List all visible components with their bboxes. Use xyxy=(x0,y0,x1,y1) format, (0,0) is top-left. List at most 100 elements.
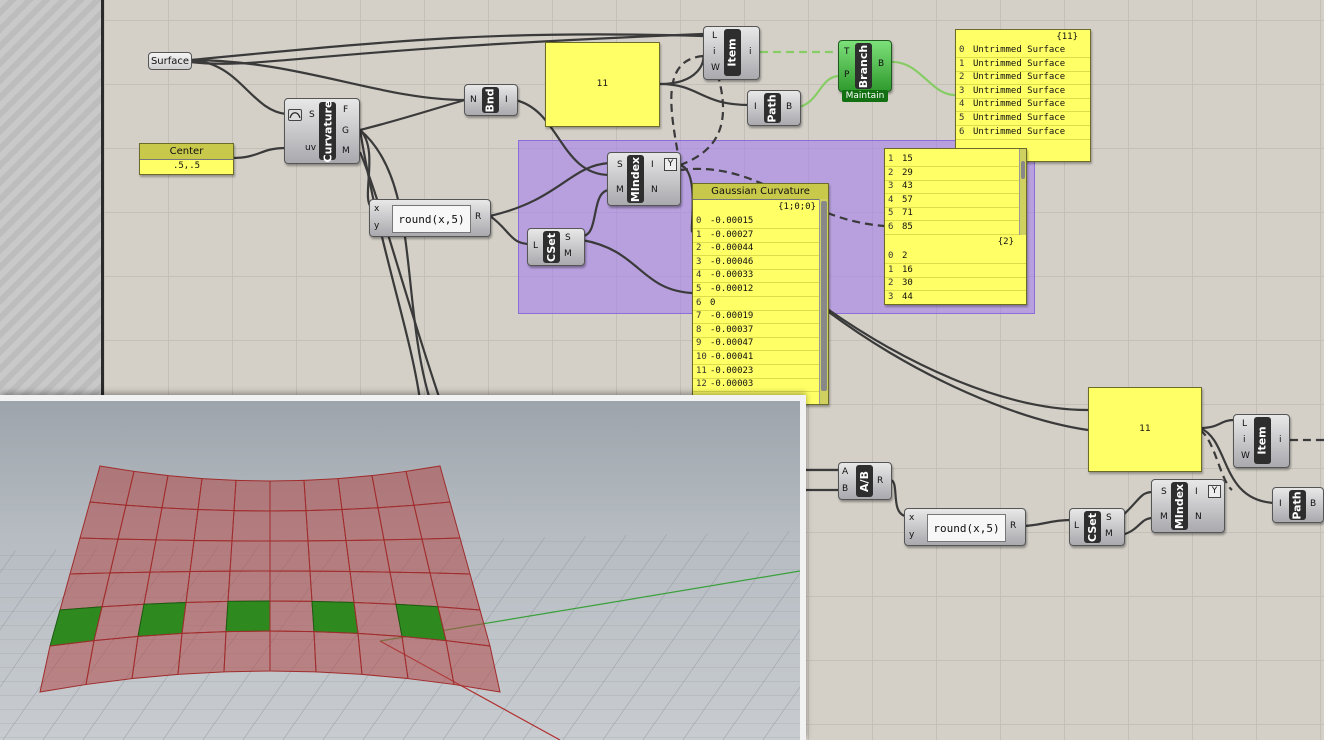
curvature-output-f: F xyxy=(343,105,349,115)
selected-panel xyxy=(311,600,359,634)
mindex-top-output-i: I xyxy=(651,160,654,170)
gaussian-row-value: -0.00047 xyxy=(710,338,754,349)
cset-component-top[interactable]: L CSet S M xyxy=(527,228,585,266)
bnd-component[interactable]: N Bnd I xyxy=(464,84,518,116)
mesh-panel xyxy=(345,539,391,573)
item-bottom-output-i: i xyxy=(1279,435,1282,445)
surface-param[interactable]: Surface xyxy=(148,52,192,70)
expression-component-top[interactable]: x y round(x,5) R xyxy=(369,199,491,237)
expr-bottom-output-r: R xyxy=(1010,521,1017,531)
gaussian-row: 11-0.00023 xyxy=(693,365,828,379)
indices-b-row-value: 2 xyxy=(902,251,908,261)
gaussian-scrollbar[interactable] xyxy=(819,199,828,404)
item-component-top[interactable]: L i W Item i xyxy=(703,26,760,80)
gaussian-path: {1;0;0} xyxy=(778,202,816,212)
ab-component[interactable]: A B A/B R xyxy=(838,462,892,500)
mindex-top-flag[interactable]: Y xyxy=(664,158,677,171)
indices-scrollbar-a[interactable] xyxy=(1019,149,1026,235)
curvature-output-g: G xyxy=(342,126,349,136)
branch-maintain-tag: Maintain xyxy=(842,90,888,102)
indices-b-row-index: 2 xyxy=(888,278,894,289)
count-bottom-value: 11 xyxy=(1139,424,1151,434)
mesh-panel xyxy=(131,632,183,680)
cset-bottom-output-s: S xyxy=(1106,513,1112,523)
item-top-input-l: L xyxy=(712,31,718,41)
branch-component[interactable]: T P Branch B xyxy=(838,40,892,92)
expr-bottom-expression[interactable]: round(x,5) xyxy=(927,514,1006,542)
mesh-panel xyxy=(231,510,271,542)
count-panel-bottom[interactable]: 11 xyxy=(1088,387,1202,472)
cset-top-input-l: L xyxy=(533,241,539,251)
path-component-top[interactable]: I Path B xyxy=(747,90,801,126)
curve-graph-icon xyxy=(288,109,302,121)
gaussian-row-value: -0.00012 xyxy=(710,284,754,294)
mesh-panel xyxy=(269,510,309,542)
surfaces-row-value: Untrimmed Surface xyxy=(973,126,1066,137)
bnd-input-n: N xyxy=(470,95,477,105)
expression-component-bottom[interactable]: x y round(x,5) R xyxy=(904,508,1026,546)
wire-path-branch xyxy=(799,74,839,109)
mesh-panel xyxy=(309,570,355,603)
gaussian-row: 7-0.00019 xyxy=(693,310,828,325)
curvature-component[interactable]: S uv Curvature F G M xyxy=(284,98,360,164)
mesh-panel xyxy=(269,479,307,512)
surface-label: Surface xyxy=(150,55,190,67)
rhino-viewport[interactable] xyxy=(0,395,806,740)
item-component-bottom[interactable]: L i W Item i xyxy=(1233,414,1290,468)
surfaces-row-value: Untrimmed Surface xyxy=(973,85,1066,96)
gaussian-row-index: 0 xyxy=(696,216,702,226)
mindex-bottom-flag[interactable]: Y xyxy=(1208,485,1221,498)
count-panel-top[interactable]: 11 xyxy=(545,42,660,127)
gaussian-row-value: -0.00015 xyxy=(710,216,754,226)
mindex-top-input-m: M xyxy=(616,185,624,195)
branch-input-p: P xyxy=(844,70,850,80)
mesh-panel xyxy=(93,603,145,642)
mesh-panel xyxy=(149,539,195,573)
gaussian-row-value: -0.00037 xyxy=(710,324,754,335)
ab-output-r: R xyxy=(877,476,884,486)
bnd-output-i: I xyxy=(505,95,508,105)
gaussian-row-index: 11 xyxy=(696,365,707,376)
canvas-left-border xyxy=(101,0,104,740)
curvature-output-m: M xyxy=(342,146,350,156)
surfaces-row-index: 6 xyxy=(959,126,965,137)
mindex-top-nickname: MIndex xyxy=(627,155,644,203)
branch-nickname: Branch xyxy=(855,43,872,89)
mindex-component-top[interactable]: S M MIndex I N Y xyxy=(607,152,681,206)
path-component-bottom[interactable]: I Path B xyxy=(1272,487,1324,523)
indices-scroll-thumb[interactable] xyxy=(1021,161,1025,179)
expr-bottom-input-x: x xyxy=(909,513,915,523)
indices-a-row-index: 3 xyxy=(888,181,894,192)
mindex-component-bottom[interactable]: S M MIndex I N Y xyxy=(1151,479,1225,533)
mesh-panel xyxy=(353,601,403,637)
gaussian-row-index: 12 xyxy=(696,379,707,390)
surfaces-row: 6 Untrimmed Surface xyxy=(956,126,1090,140)
gaussian-row: 2-0.00044 xyxy=(693,242,828,257)
gaussian-scroll-thumb[interactable] xyxy=(821,201,827,391)
curvature-input-uv: uv xyxy=(305,143,317,153)
cset-component-bottom[interactable]: L CSet S M xyxy=(1069,508,1125,546)
expr-top-expression[interactable]: round(x,5) xyxy=(392,205,471,233)
wire-gaussian-count xyxy=(825,307,1089,412)
gaussian-row-index: 3 xyxy=(696,256,702,267)
mesh-panel xyxy=(269,570,313,602)
indices-a-row-index: 4 xyxy=(888,194,894,205)
center-panel[interactable]: Center .5,.5 xyxy=(139,143,234,175)
mesh-panel xyxy=(143,570,191,605)
mesh-panel xyxy=(303,478,343,512)
viewport-scene[interactable] xyxy=(0,401,800,740)
gaussian-row-index: 7 xyxy=(696,311,702,322)
gaussian-title: Gaussian Curvature xyxy=(693,184,828,200)
mesh-panel xyxy=(85,635,139,686)
